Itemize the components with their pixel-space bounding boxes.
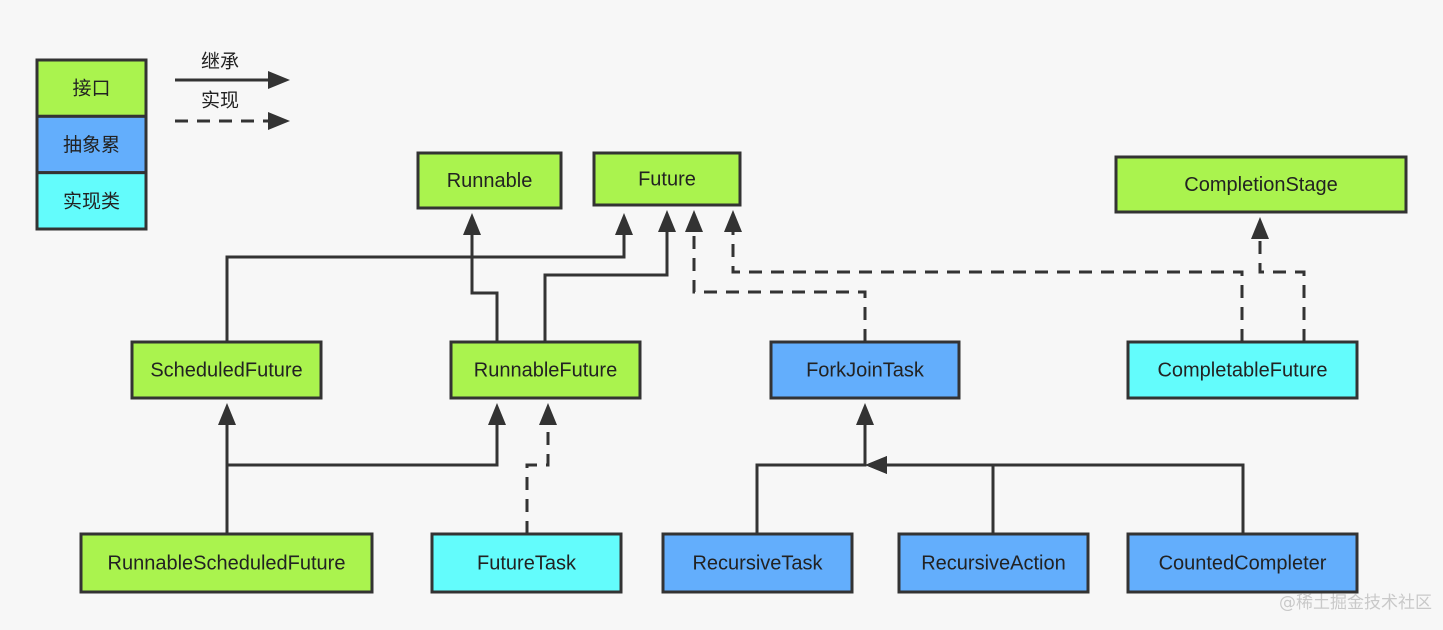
node-box-counted-completer[interactable] bbox=[1126, 532, 1359, 594]
edge-line bbox=[227, 425, 499, 467]
arrow-head-counted-completer-to-fork-join-task bbox=[865, 456, 887, 474]
edge-line bbox=[470, 235, 499, 342]
node-label-completable-future: CompletableFuture bbox=[1157, 359, 1327, 381]
edge-fork-join-task-to-future bbox=[685, 210, 867, 342]
arrow-head-runnable-future-to-runnable bbox=[463, 213, 481, 235]
legend-arrow-implementation: 实现 bbox=[175, 90, 290, 130]
edge-line bbox=[755, 425, 867, 534]
edge-future-task-to-runnable-future bbox=[525, 403, 557, 534]
edge-line bbox=[731, 232, 1244, 342]
node-recursive-action[interactable]: RecursiveAction bbox=[897, 532, 1090, 594]
node-runnable-scheduled-future[interactable]: RunnableScheduledFuture bbox=[79, 532, 374, 594]
node-label-future-task: FutureTask bbox=[477, 552, 577, 574]
node-recursive-task[interactable]: RecursiveTask bbox=[661, 532, 854, 594]
legend-arrow-head-implementation bbox=[268, 112, 290, 130]
edge-runnable-scheduled-future-to-scheduled-future bbox=[218, 403, 236, 534]
node-completable-future[interactable]: CompletableFuture bbox=[1126, 340, 1359, 400]
node-counted-completer[interactable]: CountedCompleter bbox=[1126, 532, 1359, 594]
node-box-recursive-action[interactable] bbox=[897, 532, 1090, 594]
watermark-label: @稀土掘金技术社区 bbox=[1279, 593, 1432, 613]
arrow-head-completable-future-to-completion-stage bbox=[1251, 217, 1269, 239]
legend-swatch-label-concrete-class: 实现类 bbox=[63, 190, 120, 212]
edge-runnable-scheduled-future-to-runnable-future bbox=[227, 403, 506, 467]
arrow-head-fork-join-task-to-future bbox=[685, 210, 703, 232]
legend-swatch-label-interface: 接口 bbox=[72, 78, 110, 100]
arrow-head-recursive-task-to-fork-join-task bbox=[856, 403, 874, 425]
edge-counted-completer-to-fork-join-task bbox=[865, 456, 1245, 534]
edge-line bbox=[543, 232, 669, 342]
edge-line bbox=[887, 463, 1245, 534]
node-label-runnable-future: RunnableFuture bbox=[474, 359, 617, 381]
node-box-fork-join-task[interactable] bbox=[769, 340, 961, 400]
arrow-head-runnable-scheduled-future-to-runnable-future bbox=[488, 403, 506, 425]
edge-line bbox=[887, 463, 995, 534]
edge-completable-future-to-completion-stage bbox=[1251, 217, 1306, 342]
node-box-scheduled-future[interactable] bbox=[130, 340, 323, 400]
node-box-future[interactable] bbox=[592, 151, 742, 207]
node-box-runnable-scheduled-future[interactable] bbox=[79, 532, 374, 594]
node-label-future: Future bbox=[638, 168, 696, 190]
edge-layer bbox=[218, 210, 1306, 534]
edge-recursive-task-to-fork-join-task bbox=[755, 403, 874, 534]
legend-arrow-head-inheritance bbox=[268, 71, 290, 89]
node-label-counted-completer: CountedCompleter bbox=[1159, 552, 1327, 574]
edge-line bbox=[1258, 239, 1306, 342]
legend-swatch-box-concrete-class bbox=[35, 171, 148, 231]
legend-arrow-inheritance: 继承 bbox=[175, 51, 290, 89]
watermark-layer: @稀土掘金技术社区 bbox=[1279, 593, 1432, 613]
edge-completable-future-to-future bbox=[724, 210, 1244, 342]
arrow-head-completable-future-to-future bbox=[724, 210, 742, 232]
node-runnable[interactable]: Runnable bbox=[416, 151, 563, 210]
node-label-runnable-scheduled-future: RunnableScheduledFuture bbox=[108, 552, 346, 574]
node-label-completion-stage: CompletionStage bbox=[1184, 174, 1337, 196]
node-fork-join-task[interactable]: ForkJoinTask bbox=[769, 340, 961, 400]
node-box-completion-stage[interactable] bbox=[1114, 155, 1408, 214]
node-label-scheduled-future: ScheduledFuture bbox=[150, 359, 302, 381]
node-label-recursive-action: RecursiveAction bbox=[921, 552, 1066, 574]
edge-line bbox=[525, 425, 550, 534]
node-runnable-future[interactable]: RunnableFuture bbox=[449, 340, 642, 400]
node-label-fork-join-task: ForkJoinTask bbox=[806, 359, 925, 381]
node-box-runnable[interactable] bbox=[416, 151, 563, 210]
edge-line bbox=[225, 235, 626, 342]
legend-swatch-concrete-class: 实现类 bbox=[35, 171, 148, 231]
legend-swatch-abstract-class: 抽象累 bbox=[35, 114, 148, 175]
legend-swatch-interface: 接口 bbox=[35, 58, 148, 118]
legend-arrow-label-implementation: 实现 bbox=[201, 90, 239, 112]
edge-scheduled-future-to-future bbox=[225, 213, 633, 342]
arrow-head-scheduled-future-to-future bbox=[615, 213, 633, 235]
edge-runnable-future-to-future bbox=[543, 210, 676, 342]
node-box-future-task[interactable] bbox=[430, 532, 623, 594]
node-future-task[interactable]: FutureTask bbox=[430, 532, 623, 594]
node-box-completable-future[interactable] bbox=[1126, 340, 1359, 400]
arrow-head-runnable-scheduled-future-to-scheduled-future bbox=[218, 403, 236, 425]
node-box-recursive-task[interactable] bbox=[661, 532, 854, 594]
node-future[interactable]: Future bbox=[592, 151, 742, 207]
node-completion-stage[interactable]: CompletionStage bbox=[1114, 155, 1408, 214]
node-label-runnable: Runnable bbox=[447, 170, 533, 192]
legend-arrow-label-inheritance: 继承 bbox=[201, 51, 239, 73]
legend-swatch-label-abstract-class: 抽象累 bbox=[63, 134, 120, 156]
edge-line bbox=[692, 232, 867, 342]
edge-runnable-future-to-runnable bbox=[463, 213, 499, 342]
arrow-head-future-task-to-runnable-future bbox=[539, 403, 557, 425]
node-box-runnable-future[interactable] bbox=[449, 340, 642, 400]
node-label-recursive-task: RecursiveTask bbox=[692, 552, 823, 574]
node-scheduled-future[interactable]: ScheduledFuture bbox=[130, 340, 323, 400]
arrow-head-runnable-future-to-future bbox=[658, 210, 676, 232]
